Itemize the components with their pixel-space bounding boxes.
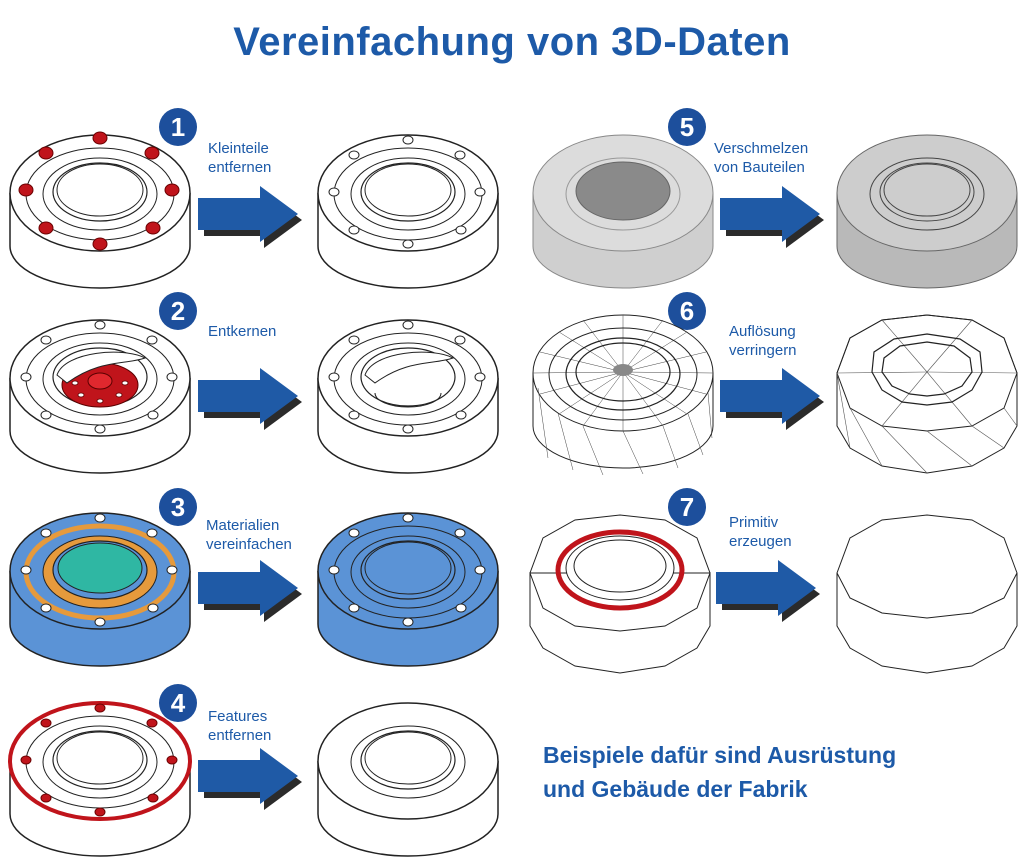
step-3-arrow-icon	[198, 560, 302, 622]
step-4-label-line1: Features	[208, 708, 268, 725]
step-6-arrow-icon	[720, 368, 824, 430]
step-5-before-part	[532, 134, 714, 289]
footnote-line1: Beispiele dafür sind Ausrüstung	[543, 742, 897, 768]
footnote: Beispiele dafür sind Ausrüstung und Gebä…	[543, 738, 896, 806]
step-1-after-part	[317, 134, 499, 289]
step-6-after-part	[836, 314, 1018, 474]
step-7-after-part	[836, 514, 1018, 674]
step-7-label-line1: Primitiv	[729, 514, 779, 531]
step-6-before-part	[532, 314, 714, 476]
step-3-label: Materialien vereinfachen	[206, 516, 292, 554]
step-7-before-part	[529, 514, 711, 674]
step-5-label: Verschmelzen von Bauteilen	[714, 139, 808, 177]
step-5-badge: 5	[668, 108, 706, 146]
step-2-after-part	[317, 319, 499, 474]
step-2-badge: 2	[159, 292, 197, 330]
step-2-before-part	[9, 319, 191, 474]
step-6-label-line1: Auflösung	[729, 323, 796, 340]
step-4-before-part	[8, 701, 192, 857]
step-4-label: Features entfernen	[208, 707, 271, 745]
step-6-label: Auflösung verringern	[729, 322, 797, 360]
step-1-arrow-icon	[198, 186, 302, 248]
step-2-arrow-icon	[198, 368, 302, 430]
step-1-badge: 1	[159, 108, 197, 146]
step-3-label-line1: Materialien	[206, 517, 280, 534]
step-6-label-line2: verringern	[729, 342, 797, 359]
step-7-arrow-icon	[716, 560, 820, 622]
step-4-after-part	[317, 702, 499, 857]
step-4-badge: 4	[159, 684, 197, 722]
page-title: Vereinfachung von 3D-Daten	[233, 20, 791, 64]
step-4-arrow-icon	[198, 748, 302, 810]
step-3-label-line2: vereinfachen	[206, 536, 292, 553]
step-2-label-line1: Entkernen	[208, 323, 277, 340]
step-4-label-line2: entfernen	[208, 727, 272, 744]
step-3-before-part	[9, 512, 191, 667]
step-1-label-line1: Kleinteile	[208, 140, 269, 157]
step-2-label: Entkernen	[208, 322, 276, 341]
step-6-badge: 6	[668, 292, 706, 330]
step-7-badge: 7	[668, 488, 706, 526]
step-7-label-line2: erzeugen	[729, 533, 792, 550]
step-5-label-line2: von Bauteilen	[714, 159, 805, 176]
step-5-label-line1: Verschmelzen	[714, 140, 809, 157]
step-1-label: Kleinteile entfernen	[208, 139, 271, 177]
step-7-label: Primitiv erzeugen	[729, 513, 792, 551]
footnote-line2: und Gebäude der Fabrik	[543, 776, 808, 802]
step-5-arrow-icon	[720, 186, 824, 248]
step-5-after-part	[836, 134, 1018, 289]
step-1-label-line2: entfernen	[208, 159, 272, 176]
step-3-after-part	[317, 512, 499, 667]
step-1-before-part	[9, 131, 191, 289]
step-3-badge: 3	[159, 488, 197, 526]
